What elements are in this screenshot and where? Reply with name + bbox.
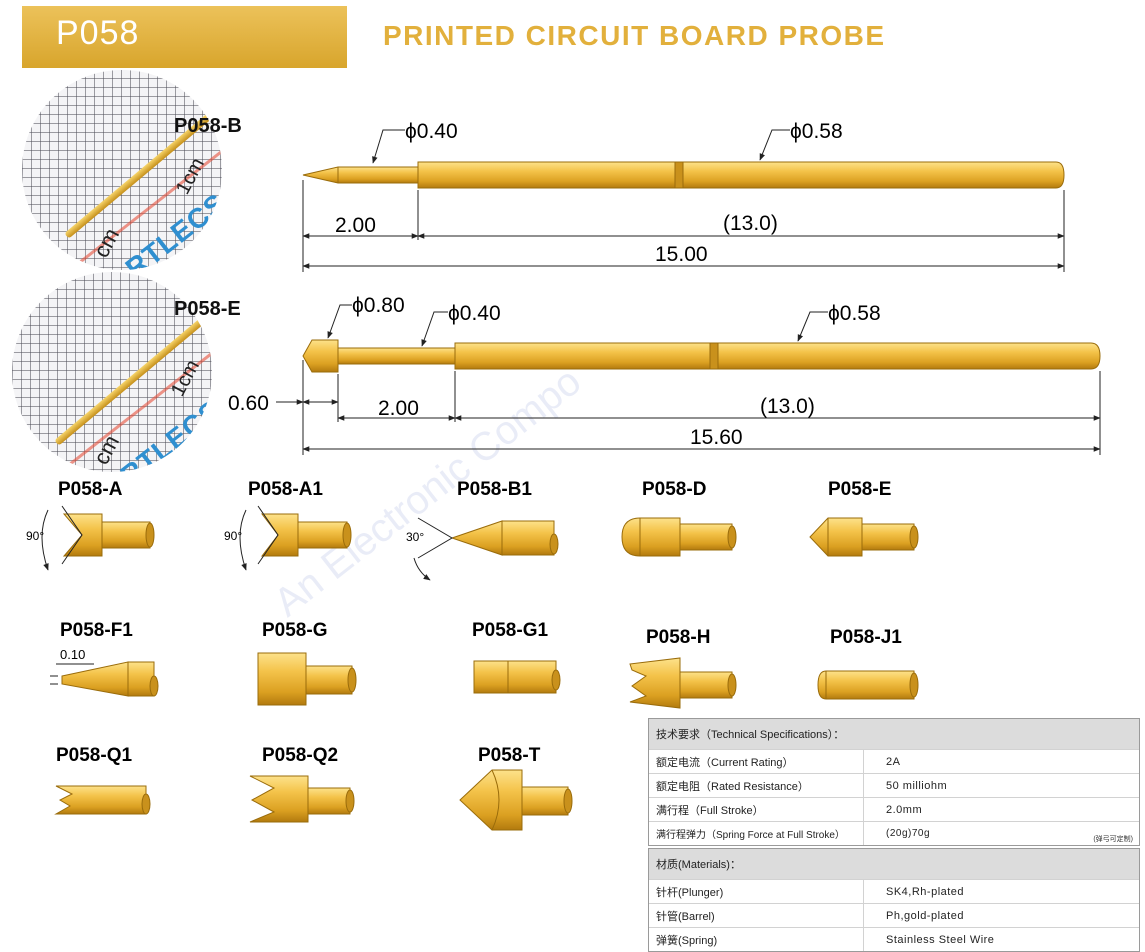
dim-tip-diameter-b: ϕ0.40 (405, 120, 458, 143)
tip-g: P058-G (257, 620, 357, 706)
spec-label: 满行程弹力（Spring Force at Full Stroke） (649, 822, 864, 845)
tip-angle: 30° (406, 530, 424, 544)
technical-specifications-table: 技术要求（Technical Specifications）： 额定电流（Cur… (648, 718, 1140, 846)
material-value: Stainless Steel Wire (886, 933, 995, 946)
table-row: 额定电阻（Rated Resistance） 50 milliohm (649, 774, 1139, 798)
tip-e: P058-E (809, 479, 919, 557)
tip-label: P058-J1 (830, 627, 902, 648)
tip-q1: P058-Q1 (54, 745, 151, 815)
materials-table: 材质(Materials)： 针杆(Plunger) SK4,Rh-plated… (648, 848, 1140, 952)
table-row: 弹簧(Spring) Stainless Steel Wire (649, 928, 1139, 951)
tip-label: P058-E (828, 479, 891, 500)
tip-j1: P058-J1 (817, 627, 919, 700)
dim-tip-length-e: 2.00 (378, 397, 419, 420)
spec-value: (20g)70g (886, 828, 931, 839)
drawing-b: ϕ0.40 ϕ0.58 2.00 (13.0) 15.00 (302, 120, 1065, 272)
dim-tip-diameter-e: ϕ0.40 (448, 302, 501, 325)
probe-label-e: P058-E (174, 298, 241, 320)
dim-barrel-diameter-e: ϕ0.58 (828, 302, 881, 325)
table-row: 满行程弹力（Spring Force at Full Stroke） (20g)… (649, 822, 1139, 845)
tip-g1: P058-G1 (472, 620, 561, 694)
dim-barrel-length-e: (13.0) (760, 395, 815, 418)
dim-tip-length-b: 2.00 (335, 214, 376, 237)
spec-label: 满行程（Full Stroke） (649, 798, 864, 821)
tip-label: P058-B1 (457, 479, 532, 500)
dim-total-length-b: 15.00 (655, 243, 708, 266)
table-row: 满行程（Full Stroke） 2.0mm (649, 798, 1139, 822)
tip-label: P058-Q1 (56, 745, 132, 766)
tip-d: P058-D (621, 479, 737, 557)
tip-a: P058-A 90° (26, 479, 155, 571)
tip-q2: P058-Q2 (249, 745, 355, 823)
tip-label: P058-G1 (472, 620, 548, 641)
table-row: 针杆(Plunger) SK4,Rh-plated (649, 880, 1139, 904)
tip-label: P058-T (478, 745, 541, 766)
tip-angle: 90° (224, 529, 242, 543)
material-value: Ph,gold-plated (886, 909, 964, 922)
spec-value: 2.0mm (886, 803, 923, 816)
spec-value: 50 milliohm (886, 779, 948, 792)
tip-label: P058-A1 (248, 479, 323, 500)
dim-total-length-e: 15.60 (690, 426, 743, 449)
probe-label-b: P058-B (174, 115, 242, 137)
dim-barrel-length-b: (13.0) (723, 212, 778, 235)
dim-head-diameter-e: ϕ0.80 (352, 294, 405, 317)
tip-h: P058-H (629, 627, 737, 709)
spec-header: 技术要求（Technical Specifications）： (649, 719, 1139, 750)
tip-f1: P058-F1 0.10 (50, 620, 159, 697)
tip-dimension: 0.10 (60, 647, 85, 662)
spec-label: 额定电阻（Rated Resistance） (649, 774, 864, 797)
spec-label: 额定电流（Current Rating） (649, 750, 864, 773)
tip-label: P058-F1 (60, 620, 133, 641)
materials-header: 材质(Materials)： (649, 849, 1139, 880)
dim-barrel-diameter-b: ϕ0.58 (790, 120, 843, 143)
tip-b1: P058-B1 30° (406, 479, 559, 581)
tip-t: P058-T (459, 745, 573, 831)
drawing-e: ϕ0.80 ϕ0.40 ϕ0.58 0.60 2.00 (13.0) 15.60 (228, 294, 1101, 455)
tip-label: P058-H (646, 627, 710, 648)
dim-head-length-e: 0.60 (228, 392, 269, 415)
probe-photo-b: 1cm cm RTLECS (22, 70, 222, 270)
tip-label: P058-D (642, 479, 706, 500)
tip-a1: P058-A1 90° (224, 479, 352, 571)
page-title: PRINTED CIRCUIT BOARD PROBE (383, 20, 886, 51)
tip-label: P058-A (58, 479, 123, 500)
material-label: 针杆(Plunger) (649, 880, 864, 903)
material-label: 针管(Barrel) (649, 904, 864, 927)
spec-note: (弹弓可定制) (1093, 835, 1133, 843)
table-row: 针管(Barrel) Ph,gold-plated (649, 904, 1139, 928)
model-number: P058 (56, 14, 140, 52)
tip-angle: 90° (26, 529, 44, 543)
tip-label: P058-Q2 (262, 745, 338, 766)
table-row: 额定电流（Current Rating） 2A (649, 750, 1139, 774)
material-label: 弹簧(Spring) (649, 928, 864, 951)
material-value: SK4,Rh-plated (886, 885, 965, 898)
tip-label: P058-G (262, 620, 327, 641)
model-banner (22, 6, 347, 68)
probe-photo-e: 1cm cm RTLECS (12, 272, 212, 472)
spec-value: 2A (886, 755, 901, 768)
